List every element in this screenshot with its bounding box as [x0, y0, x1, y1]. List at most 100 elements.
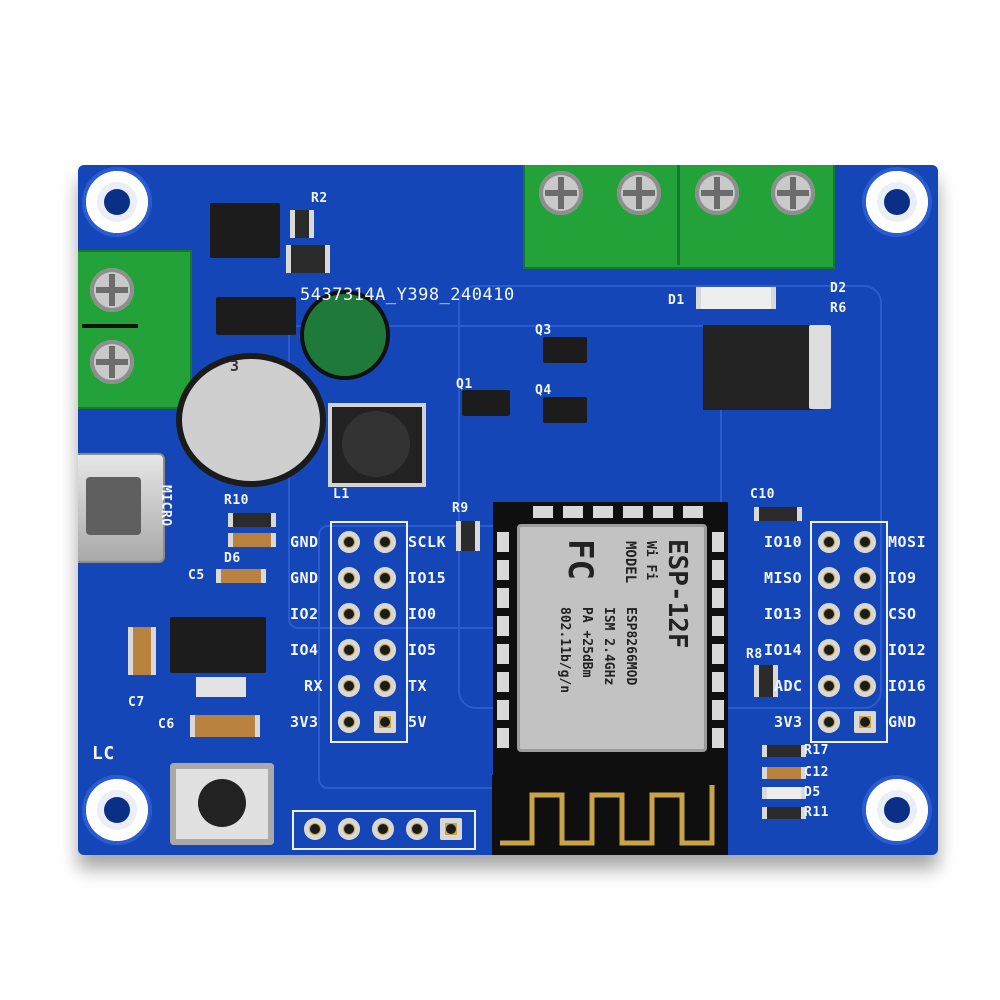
smd-resistor: [754, 665, 778, 697]
ref-c3-partial: 3: [230, 357, 240, 375]
module-std: 802.11b/g/n: [557, 607, 572, 694]
header-pin[interactable]: [374, 639, 396, 661]
header-pin[interactable]: [818, 567, 840, 589]
transistor-q3: [543, 337, 587, 363]
ref-r8: R8: [746, 647, 763, 662]
ref-r10: R10: [224, 493, 249, 508]
header-pin[interactable]: [854, 531, 876, 553]
header-pin[interactable]: [338, 818, 360, 840]
header-pin[interactable]: [818, 675, 840, 697]
pin-label: 5V: [408, 713, 428, 731]
screw-icon: [90, 340, 134, 384]
electrolytic-capacitor-small: [300, 290, 390, 380]
transistor-q1: [462, 390, 510, 416]
header-pin[interactable]: [818, 531, 840, 553]
ref-r17: R17: [804, 743, 829, 758]
smd-resistor: [228, 513, 276, 527]
pin-label: SCLK: [408, 533, 447, 551]
mounting-hole-top-left: [86, 171, 148, 233]
screw-icon: [90, 268, 134, 312]
pin-label: IO12: [888, 641, 927, 659]
screw-icon: [539, 171, 583, 215]
soic8-chip: [210, 203, 280, 258]
module-wifi-logo: Wi Fi: [643, 541, 658, 581]
module-shield: ESP-12F Wi Fi MODEL ESP8266MOD ISM 2.4GH…: [517, 524, 707, 752]
pin-label: IO16: [888, 677, 927, 695]
header-pin[interactable]: [374, 531, 396, 553]
mounting-hole-bottom-left: [86, 779, 148, 841]
pin-label: TX: [408, 677, 428, 695]
board-id: 5437314A_Y398_240410: [300, 285, 515, 305]
ref-d1: D1: [668, 293, 685, 308]
smd-led: [762, 787, 806, 799]
pin-label: GND: [888, 713, 917, 731]
electrolytic-capacitor-large: [176, 353, 326, 487]
pin-label: IO0: [408, 605, 437, 623]
header-pin[interactable]: [374, 603, 396, 625]
header-pin[interactable]: [854, 639, 876, 661]
header-pin[interactable]: [374, 711, 396, 733]
inductor-l1: [328, 403, 426, 487]
smd-diode: [216, 297, 296, 335]
ref-q1: Q1: [456, 377, 473, 392]
pcb-antenna: [492, 775, 728, 855]
module-model-line: MODEL: [622, 541, 638, 584]
header-pin[interactable]: [440, 818, 462, 840]
ldo-regulator: [170, 617, 266, 673]
fcc-logo: FC: [560, 539, 600, 580]
ref-c10: C10: [750, 487, 775, 502]
header-pin[interactable]: [818, 603, 840, 625]
left-pin-header: [330, 521, 408, 743]
smd-resistor: [290, 210, 314, 238]
ref-q3: Q3: [535, 323, 552, 338]
pin-label: IO15: [408, 569, 447, 587]
power-regulator: [703, 325, 831, 410]
header-pin[interactable]: [406, 818, 428, 840]
header-pin[interactable]: [338, 675, 360, 697]
pin-label: IO9: [888, 569, 917, 587]
ref-q4: Q4: [535, 383, 552, 398]
header-pin[interactable]: [854, 711, 876, 733]
ref-l1: L1: [333, 487, 350, 502]
header-pin[interactable]: [374, 567, 396, 589]
header-pin[interactable]: [304, 818, 326, 840]
ref-d2: D2: [830, 281, 847, 296]
header-pin[interactable]: [338, 531, 360, 553]
header-pin[interactable]: [818, 711, 840, 733]
header-pin[interactable]: [338, 603, 360, 625]
regulator-tab: [196, 677, 246, 697]
header-pin[interactable]: [374, 675, 396, 697]
ref-r6: R6: [830, 301, 847, 316]
ref-r9: R9: [452, 501, 469, 516]
module-chip: ESP8266MOD: [623, 607, 638, 686]
screw-icon: [695, 171, 739, 215]
ref-c12: C12: [804, 765, 829, 780]
header-pin[interactable]: [854, 603, 876, 625]
ref-c7: C7: [128, 695, 145, 710]
micro-usb-port[interactable]: [78, 453, 165, 563]
smd-capacitor: [190, 715, 260, 737]
pin-label: MISO: [764, 569, 803, 587]
pin-label: IO10: [764, 533, 803, 551]
screw-icon: [617, 171, 661, 215]
header-pin[interactable]: [338, 639, 360, 661]
header-pin[interactable]: [818, 639, 840, 661]
reset-button[interactable]: [170, 763, 274, 845]
header-pin[interactable]: [338, 567, 360, 589]
pin-label: IO14: [764, 641, 803, 659]
pin-label: IO13: [764, 605, 803, 623]
mounting-hole-top-right: [866, 171, 928, 233]
header-pin[interactable]: [854, 567, 876, 589]
input-screw-terminal[interactable]: [78, 250, 192, 409]
ref-d5: D5: [804, 785, 821, 800]
header-pin[interactable]: [338, 711, 360, 733]
pin-label: GND: [290, 569, 319, 587]
header-pin[interactable]: [854, 675, 876, 697]
mounting-hole-bottom-right: [866, 779, 928, 841]
smd-capacitor: [754, 507, 802, 521]
output-screw-terminal[interactable]: [523, 165, 835, 269]
smd-led: [228, 533, 276, 547]
header-pin[interactable]: [372, 818, 394, 840]
smd-resistor: [762, 745, 806, 757]
diode-d1: [696, 287, 776, 309]
